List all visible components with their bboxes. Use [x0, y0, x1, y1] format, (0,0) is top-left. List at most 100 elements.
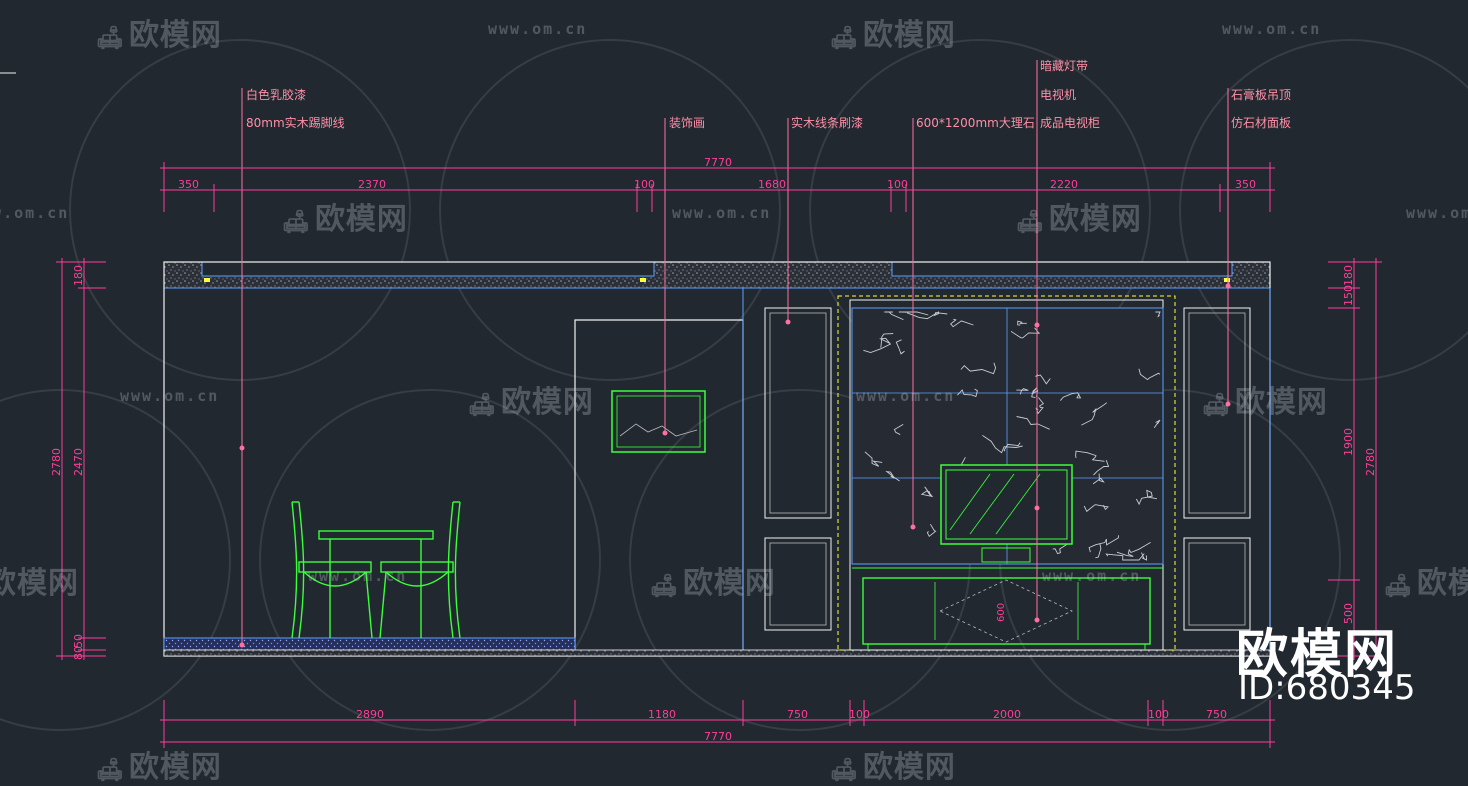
watermark-logo: 🛋欧模网: [830, 18, 956, 53]
callout-label: 成品电视柜: [1040, 115, 1100, 130]
callout-label: 仿石材面板: [1231, 116, 1291, 130]
dimension-label: 2780: [1364, 448, 1377, 476]
watermark-url: www.om.cn: [856, 387, 956, 405]
marble-vein: [906, 311, 948, 320]
callout-label: 实木线条刷漆: [791, 115, 863, 130]
sofa-logo-icon: 🛋: [282, 210, 311, 235]
marble-vein: [1016, 388, 1029, 395]
marble-vein: [1095, 543, 1102, 559]
dimension-label: 2220: [1050, 178, 1078, 191]
sofa-logo-icon: 🛋: [468, 393, 497, 418]
doorway-panel: [574, 319, 744, 656]
marble-vein: [1136, 489, 1157, 506]
tv-wall-frame-outer: [837, 295, 1176, 651]
marble-vein: [1035, 397, 1044, 415]
watermark-logo: 🛋欧模网: [1202, 385, 1328, 420]
top-dimensions: [160, 162, 1275, 212]
marble-vein: [1092, 473, 1105, 485]
screen-glare-3: [995, 473, 1041, 535]
sofa-logo-icon: 🛋: [650, 574, 679, 599]
watermark-logo: 🛋欧模网: [96, 750, 222, 785]
callout-label: 80mm实木踢脚线: [246, 115, 345, 130]
wainscot-panel-lower-left: [764, 537, 832, 631]
marble-vein: [1153, 419, 1161, 429]
left-dimensions: [56, 258, 106, 660]
callout-leaders: [241, 60, 1229, 645]
sofa-logo-icon: 🛋: [830, 26, 859, 51]
decorative-painting: [611, 390, 706, 453]
marble-vein: [960, 362, 997, 375]
marble-vein: [884, 311, 904, 321]
dimension-label: 100: [634, 178, 655, 191]
brand-id: ID:680345: [1238, 668, 1416, 708]
marble-vein: [1093, 459, 1110, 476]
marble-vein: [1116, 542, 1151, 557]
sofa-logo-icon: 🛋: [96, 758, 125, 783]
tv-cabinet: [862, 577, 1151, 645]
marble-vein: [1141, 552, 1148, 561]
dimension-label: 2370: [358, 178, 386, 191]
marble-vein: [1083, 504, 1109, 513]
sofa-logo-icon: 🛋: [96, 26, 125, 51]
marble-vein: [1059, 392, 1082, 401]
marble-vein: [1075, 450, 1105, 462]
television-screen: [945, 469, 1068, 540]
marble-vein: [1088, 535, 1120, 553]
callout-label: 电视机: [1040, 87, 1076, 102]
bottom-dimensions: [160, 700, 1275, 748]
dimension-label: 50: [72, 634, 85, 648]
watermark-url: www.om.cn: [1406, 204, 1468, 222]
top-dimension-labels: 7770 350 2370 100 1680 100 2220 350: [178, 156, 1256, 191]
screen-glare-2: [969, 473, 1015, 535]
callout-labels: 白色乳胶漆 80mm实木踢脚线 装饰画 实木线条刷漆 600*1200mm大理石…: [246, 58, 1291, 130]
wainscot-panel-upper-left: [764, 307, 832, 519]
ceiling-recess-right: [891, 261, 1233, 277]
light-strip-right: [1224, 278, 1230, 282]
marble-vein: [893, 424, 904, 435]
callout-label: 白色乳胶漆: [246, 87, 306, 102]
dimension-label: 80: [72, 646, 85, 660]
marble-vein: [898, 311, 929, 316]
ceiling-recess-left: [201, 261, 655, 277]
callout-label: 石膏板吊顶: [1231, 87, 1291, 102]
dimension-label: 500: [1342, 603, 1355, 624]
dimension-label: 7770: [704, 730, 732, 743]
sofa-logo-icon: 🛋: [1384, 574, 1413, 599]
wainscot-panel-lower-left-inner: [769, 542, 827, 626]
television: [940, 464, 1073, 545]
marble-vein: [1081, 402, 1108, 426]
left-dimension-labels: 2780 180 2470 50 80: [50, 265, 85, 660]
sofa-logo-icon: 🛋: [1016, 210, 1045, 235]
marble-vein: [1010, 327, 1040, 339]
watermark-logo: 🛋欧模网: [650, 566, 776, 601]
light-strip-left: [204, 278, 210, 282]
dimension-label: 350: [1235, 178, 1256, 191]
dimension-label: 2470: [72, 448, 85, 476]
watermark-logo: 🛋欧模网: [96, 18, 222, 53]
marble-vein: [880, 333, 894, 348]
watermark-logo: 🛋欧模网: [282, 202, 408, 237]
floor-line: [163, 649, 1271, 657]
marble-vein: [1155, 311, 1161, 318]
marble-vein: [864, 451, 883, 467]
dimension-label: 750: [787, 708, 808, 721]
decorative-painting-inner: [616, 395, 701, 448]
callout-label: 600*1200mm大理石: [916, 116, 1035, 130]
dining-set: [291, 501, 461, 639]
wainscot-panel-upper-right-inner: [1188, 312, 1246, 514]
watermark-url: www.om.cn: [1222, 20, 1322, 38]
dimension-label: 1180: [648, 708, 676, 721]
watermark-logo: 🛋欧模网: [1016, 202, 1142, 237]
bottom-dimension-labels: 2890 1180 750 100 2000 100 750 7770: [356, 708, 1227, 743]
dimension-label: 2000: [993, 708, 1021, 721]
tv-cabinet-diamond: [939, 579, 1073, 643]
marble-vein: [982, 435, 1023, 454]
right-dimensions: [1328, 258, 1382, 660]
dimension-label: 180: [1342, 265, 1355, 286]
dimension-label: 100: [849, 708, 870, 721]
watermark-logo: 🛋欧模网: [830, 750, 956, 785]
tv-stand-device: [981, 547, 1031, 563]
sofa-logo-icon: 🛋: [830, 758, 859, 783]
marble-vein: [885, 470, 900, 482]
watermark-url: www.om.cn: [672, 204, 772, 222]
